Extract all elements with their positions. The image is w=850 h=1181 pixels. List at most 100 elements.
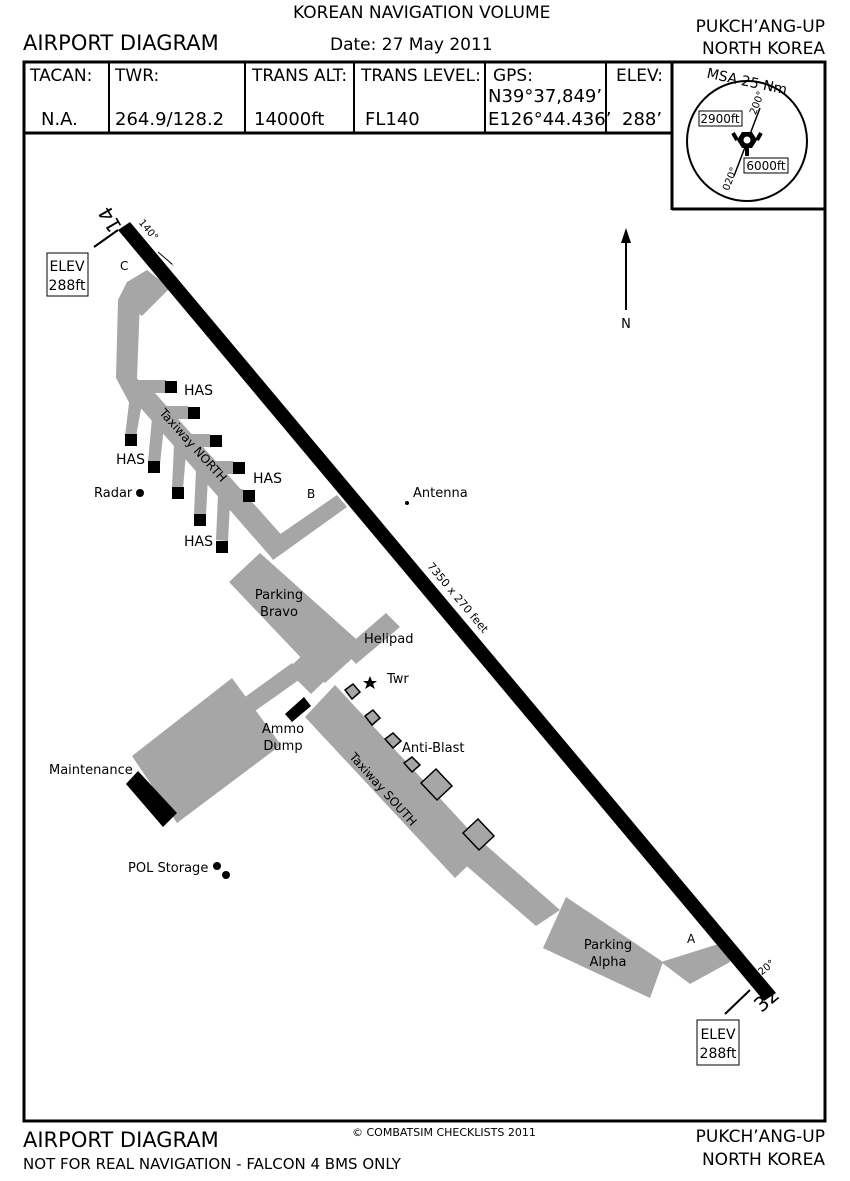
has-branch-2 (148, 418, 164, 464)
elev-label: ELEV: (616, 66, 663, 86)
trans-level-label: TRANS LEVEL: (361, 66, 481, 86)
maintenance-label: Maintenance (49, 763, 133, 778)
footer-disclaimer: NOT FOR REAL NAVIGATION - FALCON 4 BMS O… (23, 1155, 401, 1173)
has-1 (165, 381, 177, 393)
helipad-taxiway (343, 613, 400, 664)
north-label: N (621, 317, 631, 332)
taxiway-b-label: B (307, 487, 315, 501)
has-label-3: HAS (253, 471, 282, 487)
page-title: AIRPORT DIAGRAM (23, 31, 219, 55)
has-9 (194, 514, 206, 526)
apron-connector (287, 640, 342, 694)
pol-label: POL Storage (128, 861, 208, 876)
has-7 (148, 461, 160, 473)
elev-value: 288’ (622, 109, 663, 130)
tower-star-icon (363, 676, 377, 689)
twr-value: 264.9/128.2 (115, 109, 225, 130)
msa-diagram: MSA 25 Nm 200° 020° 2900ft 6000ft (686, 66, 808, 202)
tower-label: Twr (386, 672, 409, 687)
runway (118, 222, 776, 1001)
taxiway-a-label: A (687, 932, 696, 946)
has-5 (243, 490, 255, 502)
runway-14-threshold-tick (93, 229, 119, 248)
has-label-4: HAS (184, 534, 213, 550)
pol-tank-1 (213, 862, 221, 870)
msa-circle (686, 80, 808, 202)
parking-bravo-label-2: Bravo (260, 605, 298, 620)
outer-border (22, 60, 827, 1123)
shelters (125, 381, 311, 827)
anti-blast-label: Anti-Blast (402, 741, 464, 756)
ammo-label-2: Dump (263, 739, 302, 754)
taxiway-c-label: C (120, 259, 128, 273)
twr-label: TWR: (115, 66, 160, 86)
elev-se-line2: 288ft (700, 1046, 737, 1062)
radar-label: Radar (94, 486, 133, 501)
copyright: © COMBATSIM CHECKLISTS 2011 (352, 1126, 536, 1139)
runway-32-threshold-tick (724, 989, 751, 1015)
gps-label: GPS: (493, 66, 533, 86)
parking-alpha-apron (543, 897, 663, 998)
has-stub-2 (155, 406, 188, 419)
taxiways (116, 270, 730, 998)
msa-bearing-020: 020° (721, 166, 740, 192)
footer-title: AIRPORT DIAGRAM (23, 1128, 219, 1152)
msa-title: MSA 25 Nm (705, 66, 788, 99)
maintenance-hangar (126, 771, 177, 827)
elev-se-line1: ELEV (700, 1027, 735, 1043)
helipad-label: Helipad (364, 632, 413, 647)
msa-bearing-200: 200° (748, 90, 767, 116)
msa-sector-high-box (743, 157, 789, 174)
ammo-dump (285, 697, 311, 722)
antenna-label: Antenna (413, 486, 468, 501)
taxiway-south-link (455, 840, 560, 926)
parking-alpha-label-2: Alpha (590, 955, 627, 970)
tacan-label: TACAN: (30, 66, 93, 86)
gps-latitude: N39°37,849’ (488, 86, 603, 107)
anti-blast-revetments (343, 682, 496, 852)
north-arrow-icon (621, 228, 631, 243)
has-2 (188, 407, 200, 419)
has-3 (210, 435, 222, 447)
ammo-label-1: Ammo (262, 722, 304, 737)
elev-box-nw: ELEV 288ft (46, 252, 89, 297)
elev-nw-line2: 288ft (49, 278, 86, 294)
has-label-2: HAS (116, 452, 145, 468)
maintenance-apron (132, 678, 281, 823)
msa-sector-high: 6000ft (746, 159, 786, 173)
has-10 (216, 541, 228, 553)
msa-sector-low-box (698, 110, 743, 127)
has-stub-5 (227, 489, 243, 502)
parking-bravo-label-1: Parking (255, 588, 303, 603)
pol-tank-2 (222, 871, 230, 879)
has-label-1: HAS (184, 383, 213, 399)
airport-country: NORTH KOREA (701, 39, 825, 59)
has-branch-1 (125, 395, 142, 437)
chart-date: Date: 27 May 2011 (330, 35, 493, 55)
has-stub-1 (133, 380, 166, 393)
has-branch-4 (194, 470, 208, 515)
has-8 (172, 487, 184, 499)
radar-symbol (136, 489, 144, 497)
runway-32-heading: 320° (752, 958, 778, 982)
heading-14-arrowhead (168, 260, 174, 266)
parking-alpha-label-1: Parking (584, 938, 632, 953)
elev-box-se: ELEV 288ft (696, 1019, 740, 1066)
trans-alt-label: TRANS ALT: (252, 66, 348, 86)
footer-airport-name: PUKCH’ANG-UP (695, 1127, 825, 1147)
taxiway-north-upper (116, 300, 140, 378)
elev-nw-line1: ELEV (49, 259, 84, 275)
north-arrow: N (621, 228, 631, 332)
antenna-symbol (405, 501, 409, 505)
trans-alt-value: 14000ft (254, 109, 325, 130)
tacan-value: N.A. (41, 109, 78, 130)
has-branch-5 (216, 495, 230, 541)
has-6 (125, 434, 137, 446)
footer-airport-country: NORTH KOREA (701, 1150, 825, 1170)
has-4 (233, 462, 245, 474)
taxiway-a-connector (661, 941, 730, 984)
has-stub-4 (205, 461, 233, 474)
taxiway-b-connector (263, 495, 347, 560)
volume-title: KOREAN NAVIGATION VOLUME (293, 3, 551, 23)
